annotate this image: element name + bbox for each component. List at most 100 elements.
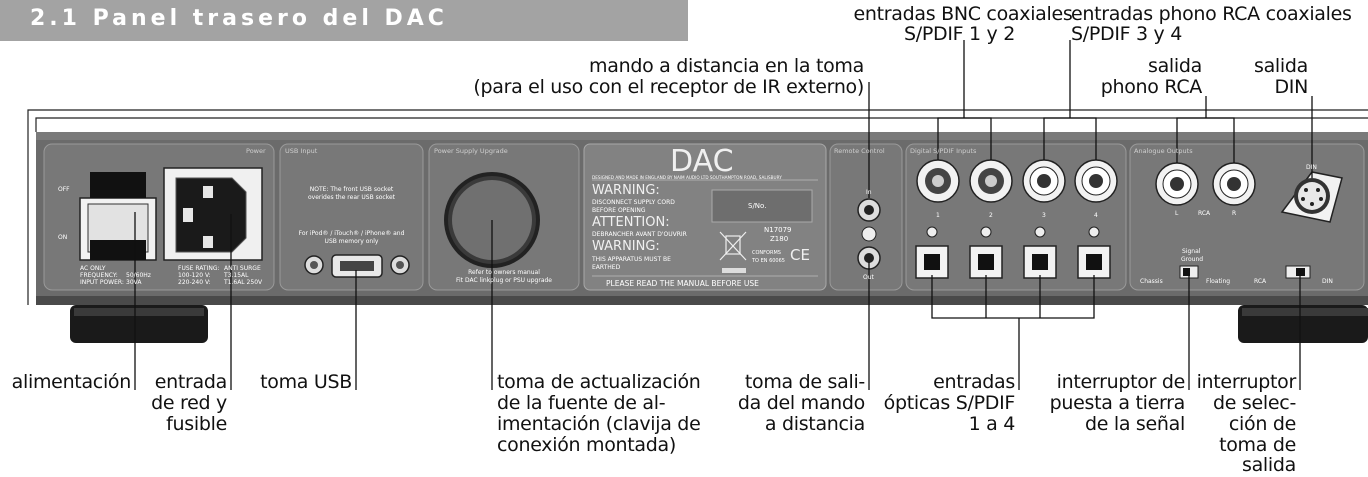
callout-psu-2: de la fuente de al- (497, 392, 666, 414)
select-din-label: DIN (1322, 278, 1333, 285)
rca-outputs-icon (1155, 162, 1256, 206)
rca-label: RCA (1198, 210, 1211, 217)
digital-section (905, 143, 1127, 291)
brand-label: DAC (670, 144, 734, 179)
remote-out-label: Out (863, 274, 874, 281)
usb-note-2: overides the rear USB socket (307, 194, 396, 201)
rca-r-label: R (1232, 210, 1237, 217)
made-in-label: DESIGNED AND MADE IN ENGLAND BY NAIM AUD… (592, 175, 782, 180)
callout-power: alimentación (11, 371, 132, 393)
callout-bnc-2: S/PDIF 1 y 2 (904, 23, 1016, 45)
callout-psu-4: conexión montada) (497, 434, 676, 456)
callout-select-1: interruptor (1196, 371, 1297, 393)
left-foot (70, 305, 208, 343)
callout-psu-1: toma de actualización (497, 371, 701, 393)
fuse-rating-label: FUSE RATING: (178, 265, 220, 272)
callout-remote-out-1: toma de sali- (744, 371, 865, 393)
serial-box (711, 189, 813, 223)
input-power-label: INPUT POWER: (80, 279, 124, 286)
label-plate (583, 143, 827, 291)
chassis-label: Chassis (1140, 278, 1163, 285)
power-switch-icon (79, 172, 157, 261)
callout-select-4: toma de (1219, 434, 1296, 456)
ac-only-label: AC ONLY (80, 265, 106, 272)
code-2-label: Z180 (770, 235, 789, 243)
warning-2-text-2: EARTHED (592, 264, 621, 271)
remote-section-label: Remote Control (834, 147, 885, 155)
optical-inputs-icon (915, 226, 1111, 279)
read-manual-label: PLEASE READ THE MANUAL BEFORE USE (606, 279, 759, 288)
coaxial-inputs-icon (916, 159, 1118, 203)
usb-section-label: USB Input (285, 147, 318, 155)
title-bar: 2.1 Panel trasero del DAC (0, 0, 688, 41)
attention-text: DEBRANCHER AVANT D'OUVRIR (592, 231, 687, 238)
digital-section-label: Digital S/PDIF Inputs (910, 147, 977, 155)
frequency-value: 50/60Hz (126, 272, 151, 279)
output-select-switch-icon (1285, 265, 1311, 279)
callout-ground-1: interruptor de (1056, 371, 1186, 393)
usb-socket-icon (304, 254, 410, 278)
fuse-v1-label: 100-120 V: (178, 272, 211, 279)
fuse-a2-label: T1.6AL 250V (224, 279, 263, 286)
callout-usb: toma USB (260, 371, 352, 393)
psu-note-2: Fit DAC linkplug or PSU upgrade (456, 277, 552, 284)
warning-2-title: WARNING: (592, 239, 660, 254)
callout-select-2: de selec- (1213, 392, 1296, 414)
callout-rca-out-2: phono RCA (1100, 76, 1203, 98)
callout-din-2: DIN (1274, 76, 1308, 98)
callout-ground-3: de la señal (1084, 413, 1185, 435)
callout-remote-1: mando a distancia en la toma (589, 55, 864, 77)
ce-mark-icon: CE (790, 246, 810, 264)
usb-section (279, 143, 424, 291)
conforms-1-label: CONFORMS (752, 250, 781, 256)
din-output-icon (1280, 171, 1343, 223)
page-title: 2.1 Panel trasero del DAC (30, 6, 448, 31)
anti-surge-label: ANTI SURGE (224, 265, 261, 272)
callout-remote-2: (para el uso con el receptor de IR exter… (473, 76, 864, 98)
serial-label: S/No. (748, 202, 767, 210)
fuse-a1-label: T3.15AL (224, 272, 249, 279)
warning-1-text-2: BEFORE OPENING (592, 207, 646, 214)
floating-label: Floating (1206, 278, 1231, 285)
callout-ground-2: puesta a tierra (1049, 392, 1186, 414)
callout-remote-out-3: a distancia (764, 413, 865, 435)
usb-note-3: For iPod® / iTouch® / iPhone® and (298, 230, 405, 237)
switch-off-label: OFF (58, 186, 70, 193)
remote-in-label: In (866, 189, 872, 196)
callout-rca-out-1: salida (1147, 55, 1202, 77)
warning-1-text-1: DISCONNECT SUPPLY CORD (592, 199, 675, 206)
callout-select-5: salida (1241, 454, 1296, 476)
callout-mains-1: entrada (154, 371, 228, 393)
right-foot (1238, 305, 1368, 343)
input-number-4: 4 (1094, 212, 1098, 219)
callout-optical-2: ópticas S/PDIF (883, 392, 1016, 414)
attention-title: ATTENTION: (592, 215, 670, 230)
remote-sockets-icon (857, 198, 881, 270)
callout-din-1: salida (1253, 55, 1308, 77)
weee-bin-icon (719, 231, 747, 261)
input-number-3: 3 (1042, 212, 1046, 219)
psu-section-label: Power Supply Upgrade (434, 147, 508, 155)
input-number-2: 2 (989, 212, 993, 219)
analogue-section-label: Analogue Outputs (1134, 147, 1193, 155)
code-1-label: N17079 (764, 226, 792, 234)
ground-label: Ground (1181, 256, 1204, 263)
din-panel-label: DIN (1306, 164, 1317, 171)
frequency-label: FREQUENCY: (80, 272, 118, 279)
warning-2-text-1: THIS APPARATUS MUST BE (592, 256, 671, 263)
callout-psu-3: imentación (clavija de (497, 413, 701, 435)
warning-1-title: WARNING: (592, 183, 660, 198)
conforms-2-label: TO EN 60065 (752, 258, 785, 264)
callout-rca-in-2: S/PDIF 3 y 4 (1071, 23, 1183, 45)
usb-note-1: NOTE: The front USB socket (309, 186, 394, 193)
fuse-v2-label: 220-240 V: (178, 279, 211, 286)
callout-optical-1: entradas (933, 371, 1015, 393)
select-rca-label: RCA (1254, 278, 1267, 285)
usb-note-4: USB memory only (324, 238, 379, 245)
callout-lines (134, 40, 1313, 390)
power-section-label: Power (246, 147, 266, 155)
callout-bnc-1: entradas BNC coaxiales (853, 3, 1073, 25)
callout-select-3: ción de (1228, 413, 1296, 435)
input-number-1: 1 (936, 212, 940, 219)
